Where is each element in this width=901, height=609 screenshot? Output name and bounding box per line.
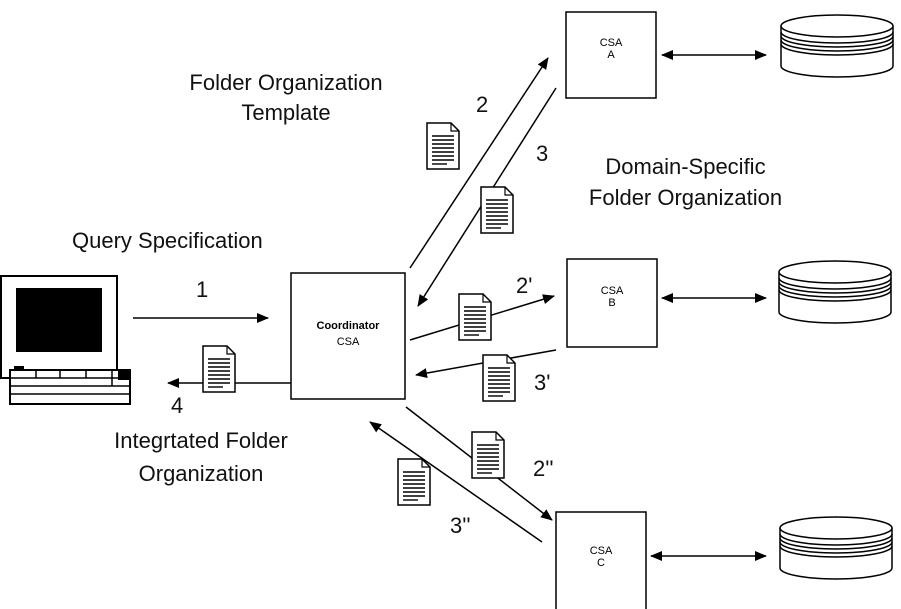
step-3-double-prime-label: 3'' <box>450 513 471 538</box>
document-template-icon <box>426 122 460 170</box>
step-3-label: 3 <box>536 141 549 166</box>
csa-c-label-line2: C <box>597 557 605 569</box>
step-3-prime-label: 3' <box>534 370 551 395</box>
arrow-step-3-double-prime <box>369 421 543 543</box>
document-step-2-prime-icon <box>458 293 492 341</box>
arrow-step-2 <box>409 57 549 269</box>
csa-b-label-line1: CSA <box>600 285 624 297</box>
step-1-label: 1 <box>196 277 209 302</box>
csa-c-box <box>555 511 647 609</box>
document-step-3-prime-icon <box>482 354 516 402</box>
computer-icon <box>0 275 131 405</box>
query-specification-label: Query Specification <box>72 228 263 253</box>
csa-b-label: CSA B <box>567 285 657 309</box>
coordinator-label: Coordinator CSA <box>291 320 405 348</box>
database-c-icon <box>779 516 893 580</box>
step-2-double-prime-label: 2'' <box>533 456 554 481</box>
csa-a-label-line1: CSA <box>599 37 623 49</box>
folder-template-label: Folder Organization Template <box>189 70 383 125</box>
step-2-label: 2 <box>476 92 489 117</box>
document-integrated-icon <box>202 345 236 393</box>
document-domain-a-icon <box>480 186 514 234</box>
csa-c-label: CSA C <box>556 545 646 569</box>
domain-specific-label: Domain-Specific Folder Organization <box>588 154 783 210</box>
database-a-icon <box>780 14 894 78</box>
coordinator-label-line2: CSA <box>336 336 360 348</box>
csa-a-label: CSA A <box>566 37 656 61</box>
csa-b-box <box>566 258 658 348</box>
coordinator-box <box>290 272 406 400</box>
csa-b-label-line2: B <box>608 297 616 309</box>
csa-c-label-line1: CSA <box>589 545 613 557</box>
csa-a-box <box>565 11 657 99</box>
coordinator-label-line1: Coordinator <box>316 320 380 332</box>
csa-a-label-line2: A <box>607 49 615 61</box>
database-b-icon <box>778 260 892 324</box>
step-4-label: 4 <box>171 393 184 418</box>
document-step-2-double-prime-icon <box>471 431 505 479</box>
step-2-prime-label: 2' <box>516 273 533 298</box>
integrated-folder-label: Integrtated Folder Organization <box>114 428 288 486</box>
document-step-3-double-prime-icon <box>397 458 431 506</box>
